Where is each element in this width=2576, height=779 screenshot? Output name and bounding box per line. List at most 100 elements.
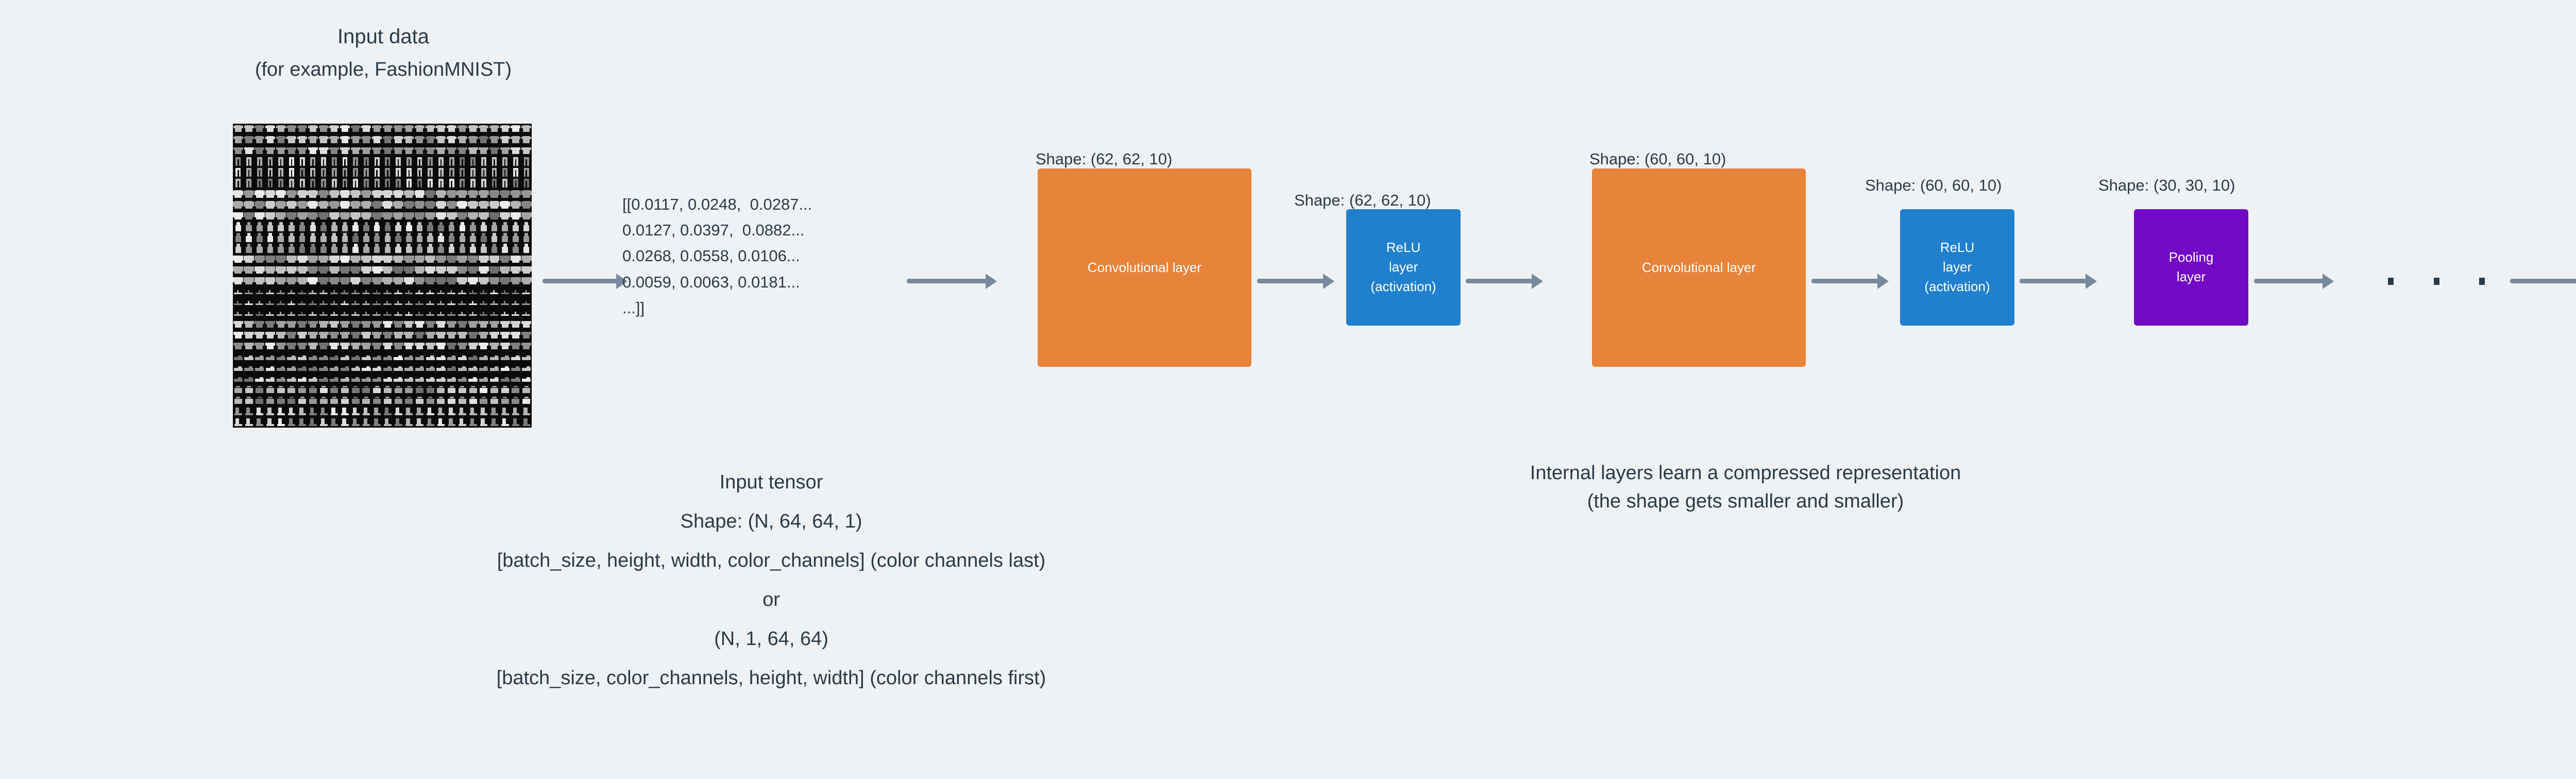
fashionmnist-thumb — [355, 366, 360, 368]
fashionmnist-thumb — [245, 190, 253, 198]
fashionmnist-thumb — [352, 342, 359, 349]
fashionmnist-thumb — [364, 386, 369, 388]
fashionmnist-thumb — [415, 379, 425, 382]
fashionmnist-thumb — [487, 212, 489, 217]
fashionmnist-thumb — [374, 125, 381, 132]
fashionmnist-thumb — [449, 168, 454, 170]
fashionmnist-thumb — [500, 379, 510, 382]
fashionmnist-thumb — [508, 277, 511, 283]
fashionmnist-thumb — [233, 256, 235, 261]
fashionmnist-thumb — [244, 266, 246, 272]
fashionmnist-thumb — [396, 157, 398, 166]
fashionmnist-thumb — [427, 235, 433, 242]
fashionmnist-thumb — [382, 136, 385, 140]
fashionmnist-thumb — [329, 147, 331, 150]
fashionmnist-thumb — [433, 125, 435, 129]
fashionmnist-thumb — [359, 190, 361, 196]
fashionmnist-thumb — [461, 222, 464, 226]
fashionmnist-thumb — [252, 125, 254, 129]
fashionmnist-thumb — [384, 136, 391, 143]
fashionmnist-thumb — [406, 179, 412, 181]
fashionmnist-thumb — [265, 357, 275, 360]
fashionmnist-thumb — [438, 179, 440, 188]
fashionmnist-thumb — [447, 147, 449, 150]
fashionmnist-thumb — [372, 321, 374, 324]
fashionmnist-thumb — [371, 190, 374, 196]
fashionmnist-thumb — [265, 147, 267, 150]
fashionmnist-thumb — [405, 387, 413, 393]
fashionmnist-thumb — [246, 179, 248, 188]
fashionmnist-thumb — [359, 277, 361, 283]
fashionmnist-thumb — [449, 408, 453, 414]
fashionmnist-thumb — [331, 331, 338, 338]
fashionmnist-thumb — [288, 342, 295, 349]
fashionmnist-thumb — [331, 342, 338, 349]
fashionmnist-thumb — [234, 342, 242, 349]
fashionmnist-thumb — [241, 212, 244, 217]
fashionmnist-thumb — [523, 168, 526, 177]
fashionmnist-thumb — [327, 125, 329, 129]
fashionmnist-thumb — [361, 190, 363, 196]
fashionmnist-thumb — [436, 379, 446, 382]
fashionmnist-thumb — [492, 418, 496, 425]
fashionmnist-thumb — [460, 179, 462, 188]
fashionmnist-thumb — [254, 201, 257, 207]
fashionmnist-thumb — [401, 136, 403, 140]
fashionmnist-thumb — [505, 157, 508, 166]
fashionmnist-thumb — [327, 212, 329, 217]
fashionmnist-thumb — [362, 212, 370, 219]
fashionmnist-thumb — [289, 408, 293, 414]
fashionmnist-thumb — [423, 190, 425, 196]
fashionmnist-thumb — [495, 168, 497, 177]
fashionmnist-thumb — [239, 179, 241, 188]
fashionmnist-thumb — [267, 179, 270, 188]
fashionmnist-thumb — [427, 212, 434, 219]
fashionmnist-thumb — [454, 332, 457, 335]
fashionmnist-thumb — [302, 355, 306, 358]
fashionmnist-thumb — [277, 320, 284, 328]
fashionmnist-thumb — [302, 168, 305, 177]
fashionmnist-thumb — [260, 157, 262, 166]
fashionmnist-thumb — [245, 266, 253, 274]
fashionmnist-thumb — [529, 147, 532, 150]
fashionmnist-thumb — [327, 332, 329, 335]
fashionmnist-thumb — [503, 222, 507, 226]
fashionmnist-thumb — [412, 321, 414, 324]
fashionmnist-thumb — [384, 331, 391, 338]
fashionmnist-thumb — [263, 277, 265, 283]
fashionmnist-thumb — [233, 332, 235, 335]
fashionmnist-thumb — [435, 277, 438, 283]
fashionmnist-thumb — [255, 136, 257, 140]
fashionmnist-thumb — [279, 222, 283, 226]
fashionmnist-thumb — [470, 386, 476, 388]
fashionmnist-thumb — [295, 266, 297, 272]
fashionmnist-thumb — [371, 266, 374, 272]
fashionmnist-thumb — [299, 179, 305, 181]
fashionmnist-thumb — [476, 201, 478, 207]
fashionmnist-thumb — [245, 331, 252, 338]
fashionmnist-thumb — [257, 179, 262, 181]
fashionmnist-thumb — [252, 321, 254, 324]
fashionmnist-thumb — [233, 190, 235, 196]
fashionmnist-thumb — [476, 266, 478, 272]
input-tensor-caption-shape: Shape: (N, 64, 64, 1) — [680, 511, 862, 532]
fashionmnist-thumb — [431, 157, 433, 166]
fashionmnist-thumb — [420, 157, 422, 166]
fashionmnist-thumb — [483, 377, 487, 379]
fashionmnist-thumb — [455, 266, 457, 272]
fashionmnist-thumb — [257, 157, 259, 166]
fashionmnist-thumb — [318, 256, 320, 261]
fashionmnist-thumb — [519, 147, 521, 150]
fashionmnist-thumb — [480, 342, 487, 349]
fashionmnist-thumb — [377, 168, 380, 177]
fashionmnist-thumb — [519, 190, 521, 196]
fashionmnist-thumb — [316, 343, 318, 346]
fashionmnist-thumb — [505, 179, 508, 188]
fashionmnist-thumb — [341, 413, 349, 415]
fashionmnist-thumb — [423, 212, 425, 217]
fashionmnist-thumb — [492, 179, 497, 181]
fashionmnist-thumb — [502, 157, 508, 159]
fashionmnist-thumb — [391, 190, 393, 196]
fashionmnist-thumb — [252, 201, 254, 207]
fashionmnist-thumb — [309, 190, 317, 198]
